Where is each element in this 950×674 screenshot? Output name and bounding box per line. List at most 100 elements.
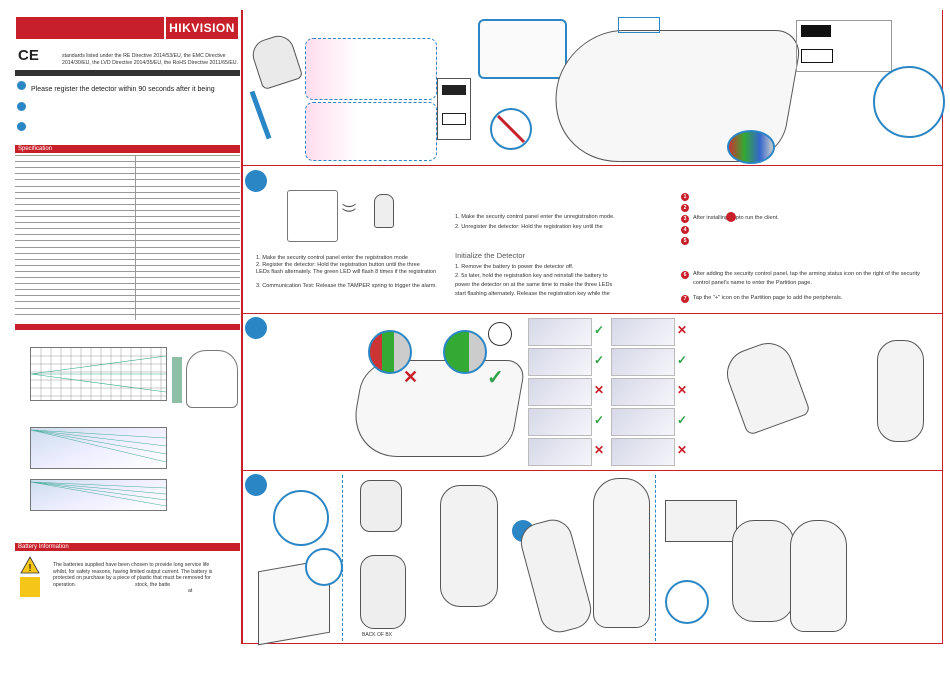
table-row [15, 246, 240, 248]
led-color-zoom [727, 130, 775, 164]
app-step-6-text: After adding the security control panel,… [693, 271, 920, 277]
initialize-step-1: 1. Remove the battery to power the detec… [455, 264, 574, 270]
battery-text-5: stock, the batte [135, 581, 171, 588]
detector-icon [374, 194, 394, 228]
detector-rear-mount [732, 520, 794, 622]
check-icon: ✓ [594, 413, 605, 427]
detection-zone-1 [305, 38, 437, 100]
coverage-grid [30, 348, 167, 400]
detector-side-diagram [186, 350, 238, 408]
step2-panel [242, 166, 943, 314]
check-icon: ✓ [594, 353, 605, 367]
table-row [15, 270, 240, 272]
table-row [15, 283, 240, 285]
bullet-icon [17, 122, 26, 131]
app-step-number: 6 [681, 271, 689, 279]
battery-text-3: protected on purchase by a piece of plas… [53, 575, 211, 581]
warning-icon: ! [20, 556, 40, 579]
battery-zoom [273, 490, 329, 546]
initialize-title: Initialize the Detector [455, 251, 526, 260]
wrong-icon: ✕ [677, 383, 688, 397]
detector-assembled [593, 478, 650, 628]
esd-icon [20, 577, 40, 597]
table-row [15, 203, 240, 205]
detector-step4-b [360, 555, 406, 629]
table-row [15, 234, 240, 236]
label-box [618, 17, 660, 33]
detection-zone-2 [305, 102, 437, 161]
table-row [15, 155, 240, 156]
range-bar [172, 357, 182, 403]
divider-dash [342, 475, 343, 641]
check-icon: ✓ [594, 323, 605, 337]
step4-panel [242, 471, 943, 644]
divider-dash [655, 475, 656, 641]
placement-scene [528, 348, 592, 376]
bracket-zoom [665, 580, 709, 624]
detector-step4-a [360, 480, 402, 532]
table-row [15, 167, 240, 169]
app-step-number: 7 [681, 295, 689, 303]
register-step-1: 1. Make the security control panel enter… [256, 255, 409, 261]
divider-bar [15, 70, 240, 76]
wireless-icon: )) [342, 203, 359, 213]
app-step-7-text: Tap the "+" icon on the Partition page t… [693, 295, 843, 301]
led-right-zoom [443, 330, 487, 374]
initialize-step-2: 2. 5s later, hold the registration key a… [455, 273, 608, 279]
wall-mount-illustration [692, 325, 924, 455]
wrong-icon: ✕ [677, 323, 688, 337]
check-icon: ✓ [487, 367, 504, 389]
check-icon: ✓ [677, 413, 688, 427]
table-row [15, 191, 240, 193]
unregister-step-2: 2. Unregister the detector: Hold the reg… [455, 224, 603, 230]
table-row [15, 222, 240, 224]
app-step-number: 4 [681, 226, 689, 234]
step-3-marker [245, 317, 267, 339]
back-label: BACK OF BX [362, 632, 393, 638]
detector-open-front [440, 485, 498, 607]
bracket-illustration [665, 500, 737, 542]
app-step-6-text-b: control panel's name to enter the Partit… [693, 280, 812, 286]
table-row [15, 161, 240, 163]
table-row [15, 264, 240, 266]
app-step-number: 1 [681, 193, 689, 201]
compliance-line-2: 2014/30/EU, the LVD Directive 2014/35/EU… [62, 60, 238, 66]
table-row [15, 301, 240, 303]
placement-scene [611, 438, 675, 466]
led-switch-zoom [478, 19, 567, 79]
register-step-2b: LEDs flash alternately. The green LED wi… [256, 269, 437, 275]
led-wrong-zoom [368, 330, 412, 374]
table-row [15, 258, 240, 260]
unregister-step-1: 1. Make the security control panel enter… [455, 214, 615, 220]
battery-title: Battery Information [15, 543, 240, 551]
coverage-side-view-1 [30, 427, 167, 469]
tamper-switch-diagram [796, 20, 892, 72]
battery-insert-zoom [305, 548, 343, 586]
no-touch-icon [490, 108, 532, 150]
table-row [15, 277, 240, 278]
section-bar [15, 324, 240, 330]
step3-panel [242, 314, 943, 471]
table-row [15, 216, 240, 217]
placement-scene [528, 408, 592, 436]
wrong-icon: ✕ [677, 443, 688, 457]
wrong-icon: ✕ [403, 367, 419, 387]
wrong-icon: ✕ [594, 383, 605, 397]
step-4-marker [245, 474, 267, 496]
wrong-icon: ✕ [594, 443, 605, 457]
table-row [15, 228, 240, 230]
app-launch-icon [726, 212, 736, 222]
brand-logo: HIKVISION [166, 17, 238, 39]
battery-text-6: at [188, 588, 193, 594]
svg-text:!: ! [28, 563, 32, 574]
table-row [15, 313, 240, 315]
app-step-number: 3 [681, 215, 689, 223]
placement-scene [611, 318, 675, 346]
placement-scene [611, 378, 675, 406]
control-panel-icon [287, 190, 338, 242]
bullet-icon [17, 102, 26, 111]
table-row [15, 179, 240, 181]
ce-mark: CE [18, 47, 39, 64]
button-press-zoom [873, 66, 945, 138]
table-row [15, 185, 240, 187]
